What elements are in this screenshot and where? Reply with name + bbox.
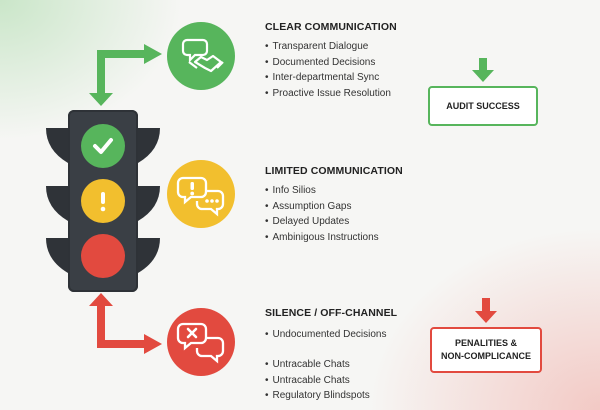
section-heading-silence: SILENCE / OFF-CHANNEL — [265, 307, 398, 319]
handshake-chat-icon — [167, 22, 235, 90]
list-item: Documented Decisions — [265, 55, 391, 71]
green-elbow-arrow — [89, 44, 162, 106]
list-item: Regulatory Blindspots — [265, 388, 370, 404]
penalty-label-line-2: NON-COMPLICANCE — [441, 351, 531, 361]
section-list-limited: Info Silios Assumption Gaps Delayed Upda… — [265, 183, 379, 245]
yellow-light — [81, 179, 125, 223]
list-item: Assumption Gaps — [265, 199, 379, 215]
penalty-down-arrow — [475, 298, 497, 323]
section-list-clear: Transparent Dialogue Documented Decision… — [265, 39, 391, 101]
penalty-label-line-1: PENALITIES & — [454, 338, 517, 348]
audit-success-box: AUDIT SUCCESS — [428, 86, 538, 126]
traffic-light — [68, 110, 138, 292]
list-item: Transparent Dialogue — [265, 39, 391, 55]
audit-success-label: AUDIT SUCCESS — [446, 100, 520, 111]
section-list-silence: Undocumented Decisions — [265, 327, 387, 343]
section-list-silence-more: Untracable Chats Untracable Chats Regula… — [265, 357, 370, 404]
list-item: Undocumented Decisions — [265, 327, 387, 343]
exclamation-icon — [100, 192, 106, 212]
section-heading-limited: LIMITED COMMUNICATION — [265, 165, 403, 177]
traffic-light-visors — [46, 128, 160, 273]
list-item: Proactive Issue Resolution — [265, 86, 391, 102]
list-item: Ambinigous Instructions — [265, 230, 379, 246]
section-heading-clear: CLEAR COMMUNICATION — [265, 21, 397, 33]
audit-down-arrow — [472, 58, 494, 82]
x-chat-icon — [167, 308, 235, 376]
list-item: Untracable Chats — [265, 373, 370, 389]
penalty-label: PENALITIES & NON-COMPLICANCE — [441, 337, 531, 363]
red-light — [81, 234, 125, 278]
list-item: Info Silios — [265, 183, 379, 199]
green-light — [81, 124, 125, 168]
list-item: Delayed Updates — [265, 214, 379, 230]
exclamation-chat-icon — [167, 160, 235, 228]
list-item: Inter-departmental Sync — [265, 70, 391, 86]
red-elbow-arrow — [89, 293, 162, 354]
list-item: Untracable Chats — [265, 357, 370, 373]
checkmark-icon — [93, 138, 113, 154]
penalty-box: PENALITIES & NON-COMPLICANCE — [430, 327, 542, 373]
